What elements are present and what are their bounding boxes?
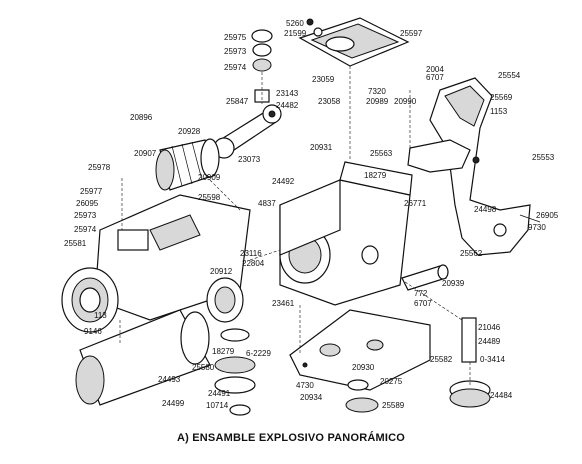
gearbox-housing	[279, 161, 413, 306]
part-label: 25973	[74, 211, 97, 220]
assembly-lines	[119, 66, 471, 385]
part-label: 25563	[370, 149, 393, 158]
part-label: 23058	[318, 97, 341, 106]
front-cylinder	[75, 277, 244, 406]
part-label: 25553	[532, 153, 555, 162]
part-label: 25562	[460, 249, 483, 258]
part-label: 24489	[478, 337, 501, 346]
gears-lower	[214, 328, 256, 416]
part-label: 772	[414, 289, 428, 298]
part-label: 20990	[394, 97, 417, 106]
part-label: 6707	[426, 73, 444, 82]
drive-pin	[401, 264, 449, 291]
base-plate	[289, 309, 431, 391]
part-label: 6-2229	[246, 349, 271, 358]
part-label: 25974	[224, 63, 247, 72]
part-label: 9730	[528, 223, 546, 232]
part-label: 20928	[178, 127, 201, 136]
part-label: 20275	[380, 377, 403, 386]
part-label: 20896	[130, 113, 153, 122]
part-label: 23461	[272, 299, 295, 308]
part-label: 25847	[226, 97, 249, 106]
part-label: 25597	[400, 29, 423, 38]
part-label: 25582	[430, 355, 453, 364]
part-label: 20989	[366, 97, 389, 106]
part-label: 1153	[490, 107, 508, 116]
part-label: 26905	[536, 211, 559, 220]
part-label: 5260	[286, 19, 304, 28]
part-label: 10714	[206, 401, 229, 410]
part-label: 18279	[212, 347, 235, 356]
part-label: 25580	[192, 363, 215, 372]
part-label: 22804	[242, 259, 265, 268]
part-label: 20931	[310, 143, 333, 152]
part-label: 20912	[210, 267, 233, 276]
part-label: 18279	[364, 171, 387, 180]
part-label: 20907	[134, 149, 157, 158]
part-label: 6707	[414, 299, 432, 308]
part-label: 20934	[300, 393, 323, 402]
part-label: 25975	[224, 33, 247, 42]
part-label: 24498	[474, 205, 497, 214]
part-labels: 5260 21599 25597 25975 25973 25974 2004 …	[64, 19, 559, 410]
part-label: 26771	[404, 199, 427, 208]
part-label: 9146	[84, 327, 102, 336]
part-label: 24499	[162, 399, 185, 408]
handle-assembly	[407, 77, 541, 256]
seal-rings-top	[251, 29, 273, 72]
gear-sleeve	[155, 138, 220, 191]
part-label: 23059	[312, 75, 335, 84]
part-label: 25581	[64, 239, 87, 248]
part-label: 25974	[74, 225, 97, 234]
part-label: 25554	[498, 71, 521, 80]
part-label: 25977	[80, 187, 103, 196]
part-label: 26095	[76, 199, 99, 208]
part-label: 25978	[88, 163, 111, 172]
spindle	[449, 317, 491, 408]
part-label: 24482	[276, 101, 299, 110]
part-label: 2004	[426, 65, 444, 74]
part-label: 7320	[368, 87, 386, 96]
part-label: 24492	[272, 177, 295, 186]
part-label: 25569	[490, 93, 513, 102]
part-label: 4837	[258, 199, 276, 208]
part-label: 20930	[352, 363, 375, 372]
top-cover-plate	[298, 17, 410, 67]
part-label: 113	[94, 311, 107, 320]
part-label: 25973	[224, 47, 247, 56]
part-label: 21046	[478, 323, 501, 332]
part-label: 25589	[382, 401, 405, 410]
part-label: 24493	[158, 375, 181, 384]
part-label: 20909	[198, 173, 221, 182]
part-label: 24484	[490, 391, 513, 400]
part-label: 21599	[284, 29, 307, 38]
part-label: 23143	[276, 89, 299, 98]
part-label: 20939	[442, 279, 465, 288]
part-label: 23073	[238, 155, 261, 164]
part-label: 4730	[296, 381, 314, 390]
washers-lower	[345, 379, 379, 413]
part-label: 0-3414	[480, 355, 505, 364]
part-label: 24491	[208, 389, 231, 398]
part-label: 23116	[240, 249, 262, 258]
diagram-caption: A) ENSAMBLE EXPLOSIVO PANORÁMICO	[176, 432, 406, 444]
part-label: 25598	[198, 193, 221, 202]
